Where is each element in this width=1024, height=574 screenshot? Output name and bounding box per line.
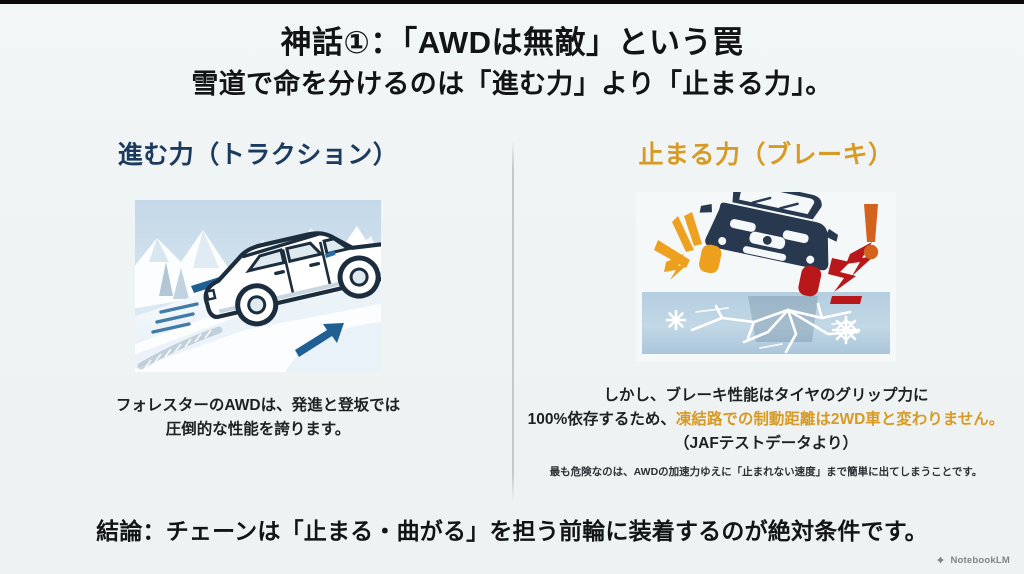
car-skidding-on-cracked-ice-illustration [636,192,896,362]
left-column-caption: フォレスターのAWDは、発進と登坂では 圧倒的な性能を誇ります。 [8,394,508,442]
notebooklm-watermark: NotebookLM [935,555,1010,566]
letterbox-bar-top [0,0,1024,4]
left-column-heading: 進む力（トラクション） [117,141,399,169]
slide-title-line-1: 神話①：「AWDは無敵」という罠 [280,25,744,60]
right-caption-source-note: （JAFテストデータより） [674,435,858,453]
right-caption-line-3: （JAFテストデータより） [516,432,1016,456]
right-caption-highlight-text: 凍結路での制動距離は2WD車と変わりません。 [675,411,1005,429]
right-caption-line-1: しかし、ブレーキ性能はタイヤのグリップ力に [603,387,929,404]
conclusion-text: 結論：チェーンは「止まる・曲がる」を担う前輪に装着するのが絶対条件です。 [96,518,928,544]
notebooklm-spark-icon [935,555,946,566]
left-caption-line-2: 圧倒的な性能を誇ります。 [165,421,351,439]
right-column: 止まる力（ブレーキ） [516,140,1016,480]
slide-title-block: 神話①：「AWDは無敵」という罠 雪道で命を分けるのは「進む力」より「止まる力」… [0,24,1024,102]
right-column-footnote: 最も危険なのは、AWDの加速力ゆえに「止まれない速度」まで簡単に出てしまうことで… [549,466,983,479]
right-caption-plain-text: 100%依存するため、 [527,411,676,429]
right-caption-line-2: 100%依存するため、凍結路での制動距離は2WD車と変わりません。 [516,408,1016,432]
column-divider [512,140,514,502]
left-column: 進む力（トラクション） [8,140,508,442]
notebooklm-watermark-label: NotebookLM [950,555,1010,566]
right-column-heading: 止まる力（ブレーキ） [638,141,894,169]
right-column-caption: しかし、ブレーキ性能はタイヤのグリップ力に 100%依存するため、凍結路での制動… [516,384,1016,456]
suv-climbing-snowy-slope-illustration [135,200,381,372]
slide-title-line-2: 雪道で命を分けるのは「進む力」より「止まる力」。 [191,68,833,99]
left-caption-line-1: フォレスターのAWDは、発進と登坂では [115,397,401,414]
